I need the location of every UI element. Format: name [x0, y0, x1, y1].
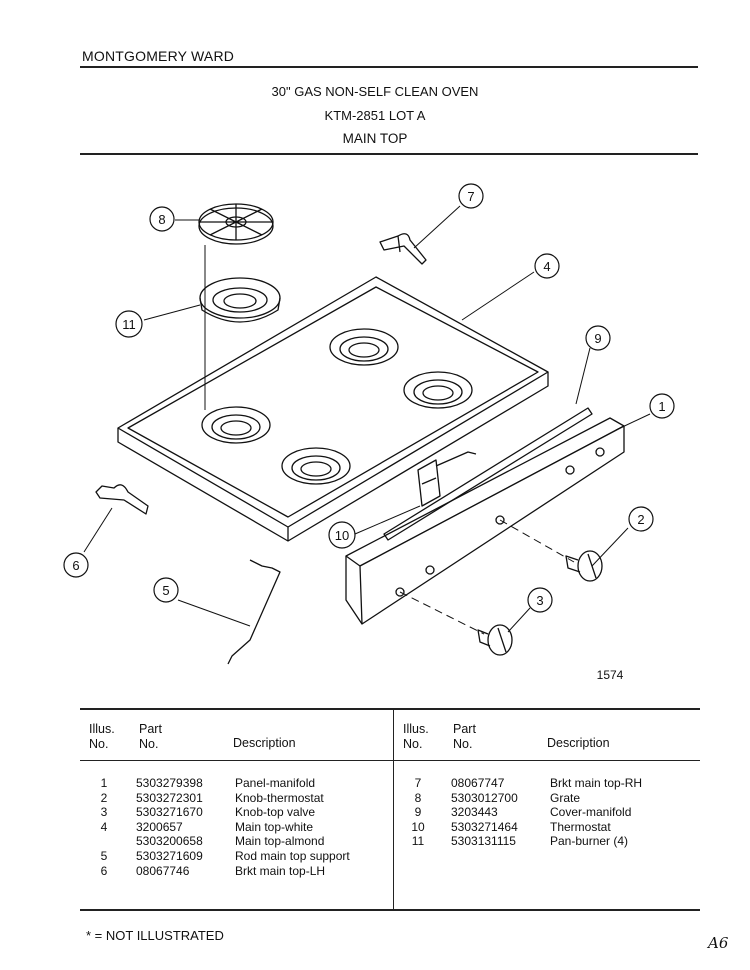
- row-part-no: 5303131115: [451, 834, 516, 849]
- callout-1: 1: [649, 393, 675, 419]
- svg-text:11: 11: [122, 317, 136, 332]
- callout-6: 6: [63, 552, 89, 578]
- row-description: Knob-thermostat: [235, 790, 324, 805]
- doc-title-line1: 30" GAS NON-SELF CLEAN OVEN: [271, 84, 479, 99]
- row-illus-no: 8: [414, 790, 422, 805]
- row-illus-no: 2: [100, 790, 108, 805]
- support-rod: [227, 559, 281, 665]
- svg-text:7: 7: [467, 189, 474, 204]
- doc-title-line2: KTM-2851 LOT A: [324, 108, 426, 123]
- row-part-no: 08067746: [136, 863, 190, 878]
- svg-text:6: 6: [72, 558, 79, 573]
- row-description: Brkt main top-LH: [235, 863, 326, 878]
- callout-2: 2: [628, 506, 654, 532]
- row-part-no: 5303200658: [136, 834, 203, 849]
- row-illus-no: 4: [100, 819, 108, 834]
- main-top-panel: [117, 276, 549, 542]
- header-description: Description: [233, 736, 296, 750]
- row-part-no: 5303272301: [136, 790, 203, 805]
- row-illus-no: 7: [414, 776, 422, 790]
- row-part-no: 5303271464: [451, 819, 518, 834]
- row-description: Brkt main top-RH: [550, 776, 643, 790]
- figure-number: 1574: [597, 668, 624, 682]
- row-part-no: 5303271670: [136, 805, 203, 820]
- row-part-no: 08067747: [451, 776, 505, 790]
- burner-pan: [199, 277, 281, 323]
- svg-text:2: 2: [637, 512, 644, 527]
- row-description: Thermostat: [550, 819, 611, 834]
- header-illus: Illus.No.: [403, 722, 429, 751]
- row-description: Main top-almond: [235, 834, 325, 849]
- leader-lines: [83, 205, 651, 633]
- header-rule-bottom: [80, 153, 698, 155]
- row-part-no: 5303012700: [451, 790, 518, 805]
- table-rule-header: [80, 760, 700, 761]
- row-part-no: 5303279398: [136, 776, 203, 790]
- svg-text:1: 1: [658, 399, 665, 414]
- table-rule-top: [80, 708, 700, 710]
- thermostat: [417, 451, 477, 507]
- callout-4: 4: [534, 253, 560, 279]
- row-part-no: 3203443: [451, 805, 498, 820]
- row-illus-no: 11: [411, 834, 425, 849]
- callout-7: 7: [458, 183, 484, 209]
- row-illus-no: 10: [411, 819, 425, 834]
- callout-11: 11: [115, 310, 143, 338]
- row-description: Rod main top support: [235, 849, 350, 863]
- manifold-panel: [345, 407, 625, 625]
- bracket-rh: [379, 233, 427, 265]
- row-description: Cover-manifold: [550, 805, 632, 820]
- row-illus-no: 5: [100, 849, 108, 863]
- page-mark: A6: [708, 934, 729, 952]
- header-description: Description: [547, 736, 610, 750]
- row-description: Panel-manifold: [235, 776, 316, 790]
- row-illus-no: 3: [100, 805, 108, 820]
- row-part-no: 5303271609: [136, 849, 203, 863]
- svg-text:8: 8: [158, 212, 165, 227]
- burner-wells: [201, 328, 473, 485]
- svg-text:4: 4: [543, 259, 550, 274]
- svg-text:9: 9: [594, 331, 601, 346]
- row-part-no: 3200657: [136, 819, 183, 834]
- exploded-parts-diagram: 8 7 4 11 9 1 2 10 6 5 3 1574: [63, 183, 675, 682]
- header-illus: Illus.No.: [89, 722, 115, 751]
- row-illus-no: 1: [100, 776, 108, 790]
- header-rule-top: [80, 66, 698, 68]
- svg-text:5: 5: [162, 583, 169, 598]
- row-description: Grate: [550, 790, 581, 805]
- knob-thermostat: [565, 550, 603, 582]
- grate: [198, 203, 274, 245]
- bracket-lh: [95, 484, 149, 515]
- row-description: Main top-white: [235, 819, 314, 834]
- row-description: Pan-burner (4): [550, 834, 629, 849]
- footnote: * = NOT ILLUSTRATED: [86, 928, 224, 943]
- knob-top-valve: [477, 624, 513, 656]
- row-description: Knob-top valve: [235, 805, 316, 820]
- callout-8: 8: [149, 206, 175, 232]
- callout-10: 10: [328, 521, 356, 549]
- table-divider: [393, 708, 394, 910]
- callout-9: 9: [585, 325, 611, 351]
- table-rule-bottom: [80, 909, 700, 911]
- svg-text:10: 10: [335, 528, 349, 543]
- callout-5: 5: [153, 577, 179, 603]
- doc-title-line3: MAIN TOP: [342, 131, 408, 146]
- brand-name: MONTGOMERY WARD: [82, 48, 235, 64]
- svg-text:3: 3: [536, 593, 543, 608]
- callout-3: 3: [527, 587, 553, 613]
- row-illus-no: 6: [100, 863, 108, 878]
- row-illus-no: 9: [414, 805, 422, 820]
